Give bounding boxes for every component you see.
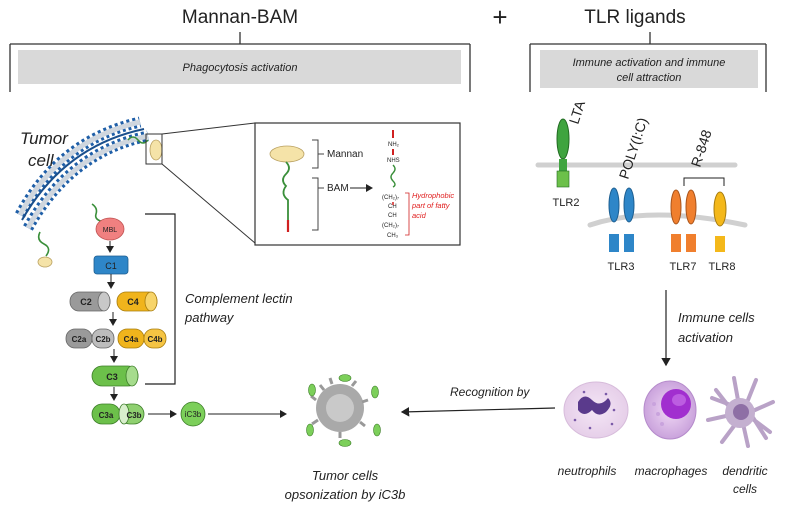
left-title: Mannan-BAM	[182, 7, 298, 28]
svg-text:C4b: C4b	[147, 335, 162, 344]
bam-brace	[312, 177, 324, 231]
plus-sign: +	[492, 2, 507, 32]
c3-node: C3	[91, 365, 139, 387]
svg-text:NHS: NHS	[387, 158, 400, 164]
tlr8-receptor	[713, 191, 727, 252]
r848-bracket	[683, 177, 725, 186]
c2a-c2b-node: C2a C2b	[65, 328, 115, 349]
recognition-arrow	[400, 407, 556, 417]
svg-text:C2: C2	[80, 297, 92, 307]
svg-text:(CH₂)₇: (CH₂)₇	[382, 195, 399, 201]
svg-text:C4a: C4a	[124, 335, 139, 344]
tumor-cell-label-line1: Tumor	[20, 129, 69, 148]
dendritic-label-line1: dendritic	[722, 464, 767, 478]
right-banner	[540, 50, 758, 88]
right-banner-line2: cell attraction	[617, 72, 682, 84]
recognition-label: Recognition by	[450, 385, 530, 399]
tlr7-receptor	[670, 189, 697, 252]
svg-text:CH₃: CH₃	[387, 233, 399, 239]
left-banner-text: Phagocytosis activation	[183, 62, 298, 74]
neutrophils-label: neutrophils	[558, 464, 617, 478]
immune-activation-line1: Immune cells	[678, 310, 755, 325]
svg-text:C2a: C2a	[72, 335, 87, 344]
mannan-bam-molecule-top	[127, 136, 163, 161]
svg-text:C4: C4	[127, 297, 139, 307]
svg-text:C3: C3	[106, 372, 118, 382]
tlr7-label: TLR7	[670, 261, 697, 273]
c3a-c3b-node: C3a C3b	[91, 403, 145, 425]
complement-label-line1: Complement lectin	[185, 291, 293, 306]
tumor-cell-membrane	[15, 116, 150, 231]
neutrophil-icon	[563, 381, 629, 439]
inset-mannan-shape	[269, 145, 305, 163]
mannan-brace	[312, 139, 324, 169]
inset-mannan-label: Mannan	[327, 149, 363, 160]
tlr2-receptor	[556, 118, 570, 188]
svg-text:C2b: C2b	[95, 335, 110, 344]
ic3b-node: iC3b	[180, 401, 206, 427]
zoom-lines	[161, 122, 256, 244]
opsonization-label-line2: opsonization by iC3b	[285, 487, 406, 502]
chemical-structure: NH₂ NHS (CH₂)₇ CH CH (CH₂)₇ CH₃	[382, 130, 410, 239]
dendritic-cell-icon	[706, 376, 775, 448]
svg-text:(CH₂)₇: (CH₂)₇	[382, 223, 399, 229]
right-title: TLR ligands	[584, 7, 685, 28]
opsonization-label-line1: Tumor cells	[312, 468, 379, 483]
tlr3-receptor	[608, 187, 635, 252]
svg-text:C3b: C3b	[126, 411, 141, 420]
left-banner	[18, 50, 461, 84]
tumor-cell-label-line2: cell	[28, 151, 55, 170]
complement-bracket	[145, 213, 176, 385]
left-bracket	[9, 32, 471, 92]
complement-label-line2: pathway	[184, 310, 235, 325]
svg-text:C3a: C3a	[99, 411, 114, 420]
dendritic-label-line2: cells	[733, 482, 757, 496]
zoom-source-box	[145, 133, 163, 165]
svg-text:CH: CH	[388, 204, 397, 210]
hydrophobic-label-line2: part of fatty	[411, 201, 451, 210]
c2-node: C2	[69, 291, 111, 312]
tlr3-label: TLR3	[608, 261, 635, 273]
right-banner-line1: Immune activation and immune	[573, 57, 726, 69]
immune-activation-line2: activation	[678, 330, 733, 345]
right-bracket	[529, 32, 767, 92]
hydrophobic-label-line1: Hydrophobic	[412, 191, 454, 200]
lta-label: LTA	[566, 98, 589, 126]
svg-text:CH: CH	[388, 213, 397, 219]
tlr8-label: TLR8	[709, 261, 736, 273]
mbl-node: MBL	[95, 217, 125, 241]
inset-box	[254, 122, 461, 246]
macrophage-icon	[643, 380, 697, 440]
c1-node: C1	[93, 255, 129, 275]
svg-text:C1: C1	[105, 261, 117, 271]
svg-text:NH₂: NH₂	[388, 142, 400, 148]
c4a-c4b-node: C4a C4b	[117, 328, 167, 349]
polyic-label: POLY(I:C)	[616, 116, 651, 181]
mannan-bam-molecule-left	[37, 231, 53, 268]
svg-text:MBL: MBL	[103, 227, 118, 234]
opsonized-tumor-cell	[306, 374, 381, 447]
c4-node: C4	[116, 291, 158, 312]
macrophages-label: macrophages	[635, 464, 708, 478]
hydrophobic-label-line3: acid	[412, 211, 427, 220]
svg-text:iC3b: iC3b	[185, 410, 202, 419]
tlr2-label: TLR2	[553, 197, 580, 209]
inset-bam-label: BAM	[327, 183, 349, 194]
inset-bam-chain	[282, 161, 290, 228]
